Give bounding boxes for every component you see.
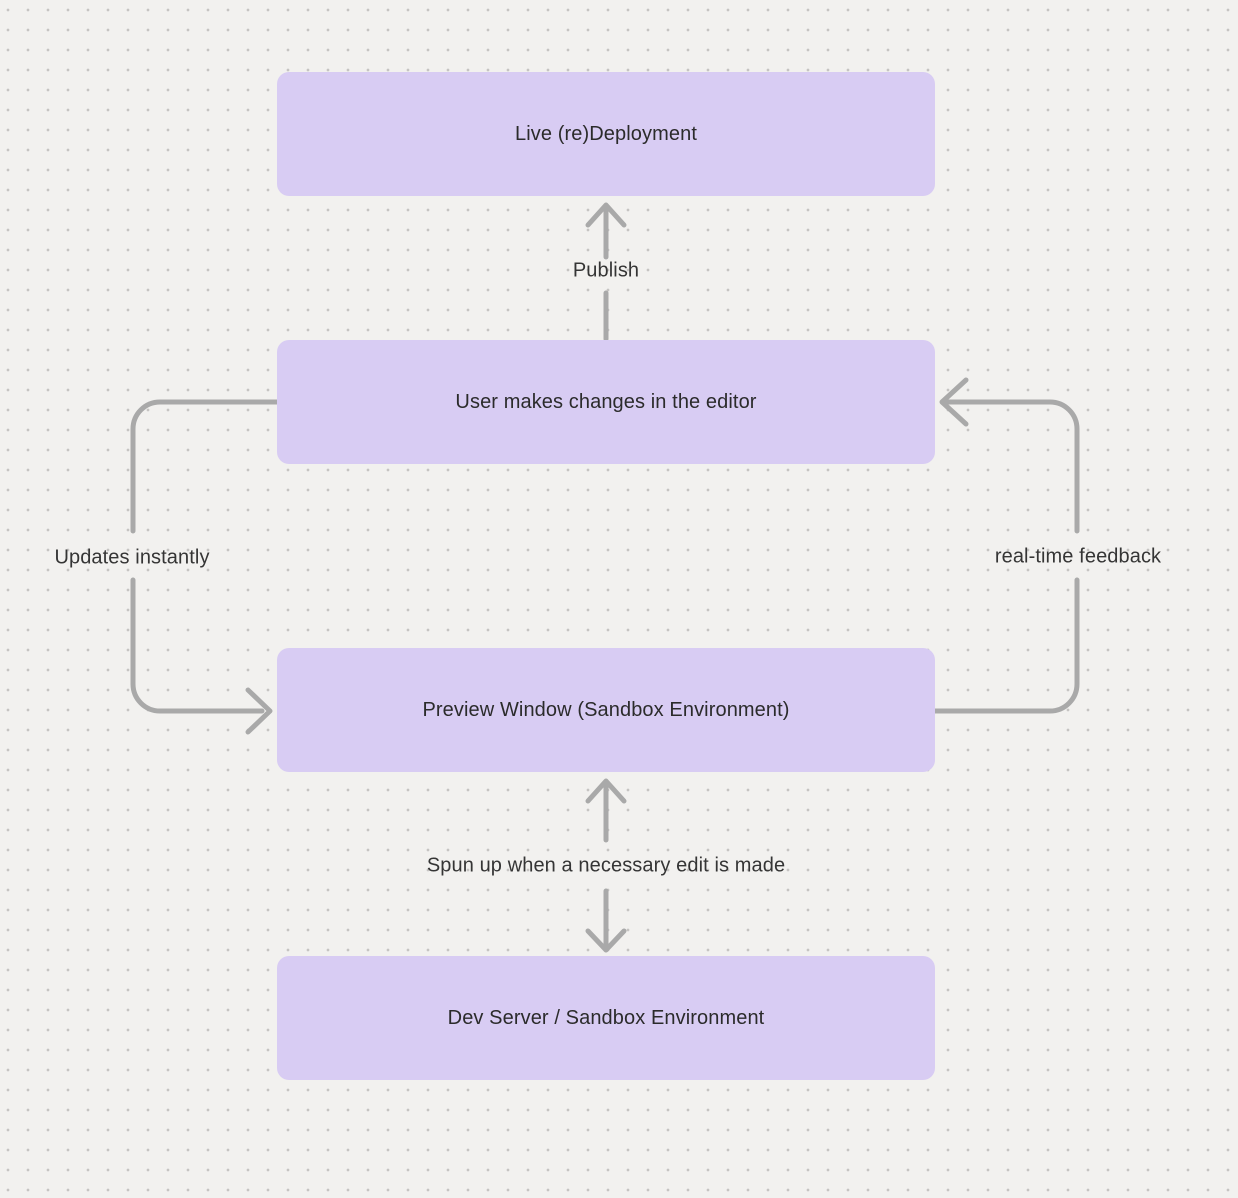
publish-arrow: [585, 202, 627, 342]
real-time-feedback-arrow: [932, 377, 1080, 714]
edge-label-real-time-feedback: real-time feedback: [994, 545, 1162, 568]
edge-label-spun-up: Spun up when a necessary edit is made: [426, 854, 786, 877]
node-user-changes: User makes changes in the editor: [277, 340, 935, 464]
edge-label-publish: Publish: [572, 259, 640, 282]
updates-instantly-arrow: [130, 399, 280, 735]
node-preview-window: Preview Window (Sandbox Environment): [277, 648, 935, 772]
feedback-arrowhead-left-icon: [939, 377, 969, 427]
node-live-deployment: Live (re)Deployment: [277, 72, 935, 196]
node-live-deployment-label: Live (re)Deployment: [515, 122, 697, 145]
updates-arrowhead-right-icon: [245, 687, 273, 735]
updates-arrow-upper-segment: [130, 399, 280, 534]
node-user-changes-label: User makes changes in the editor: [455, 390, 757, 413]
node-preview-window-label: Preview Window (Sandbox Environment): [422, 698, 790, 721]
spun-up-arrow: [585, 778, 627, 953]
feedback-arrow-lower-segment: [932, 577, 1080, 714]
node-dev-server: Dev Server / Sandbox Environment: [277, 956, 935, 1080]
updates-arrow-lower-segment: [130, 577, 265, 714]
node-dev-server-label: Dev Server / Sandbox Environment: [447, 1006, 765, 1029]
feedback-arrow-upper-segment: [945, 399, 1080, 534]
edge-label-updates-instantly: Updates instantly: [54, 546, 210, 569]
spunup-arrowhead-down-icon: [585, 928, 627, 953]
